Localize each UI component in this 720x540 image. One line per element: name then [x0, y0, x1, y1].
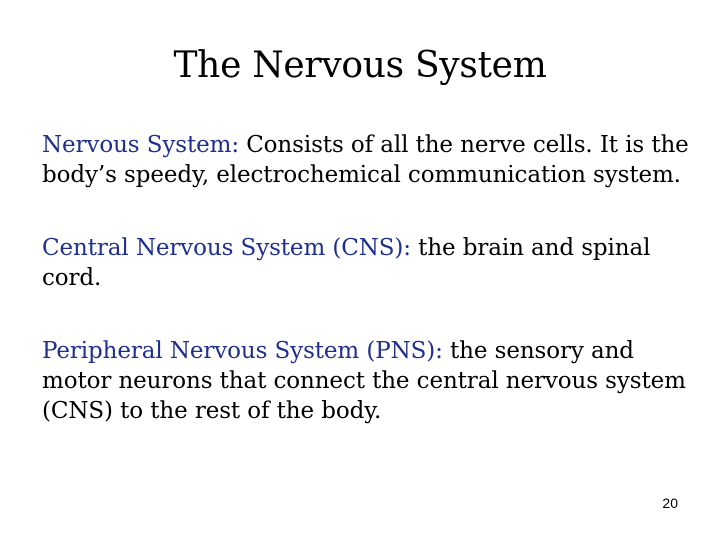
definition-peripheral-nervous-system: Peripheral Nervous System (PNS): the sen…	[42, 336, 692, 426]
definition-text-nervous-system: Consists of all the nerve cells. It is t…	[42, 132, 689, 188]
definition-list: Nervous System: Consists of all the nerv…	[42, 130, 692, 469]
definition-text-central-nervous-system: the brain and spinal cord.	[42, 235, 651, 291]
term-peripheral-nervous-system: Peripheral Nervous System (PNS):	[42, 338, 443, 364]
definition-text-peripheral-nervous-system: the sensory and motor neurons that conne…	[42, 338, 686, 424]
term-nervous-system: Nervous System:	[42, 132, 239, 158]
page-number: 20	[662, 495, 678, 511]
definition-nervous-system: Nervous System: Consists of all the nerv…	[42, 130, 692, 190]
slide-title: The Nervous System	[173, 45, 547, 86]
definition-central-nervous-system: Central Nervous System (CNS): the brain …	[42, 233, 692, 293]
term-central-nervous-system: Central Nervous System (CNS):	[42, 235, 411, 261]
